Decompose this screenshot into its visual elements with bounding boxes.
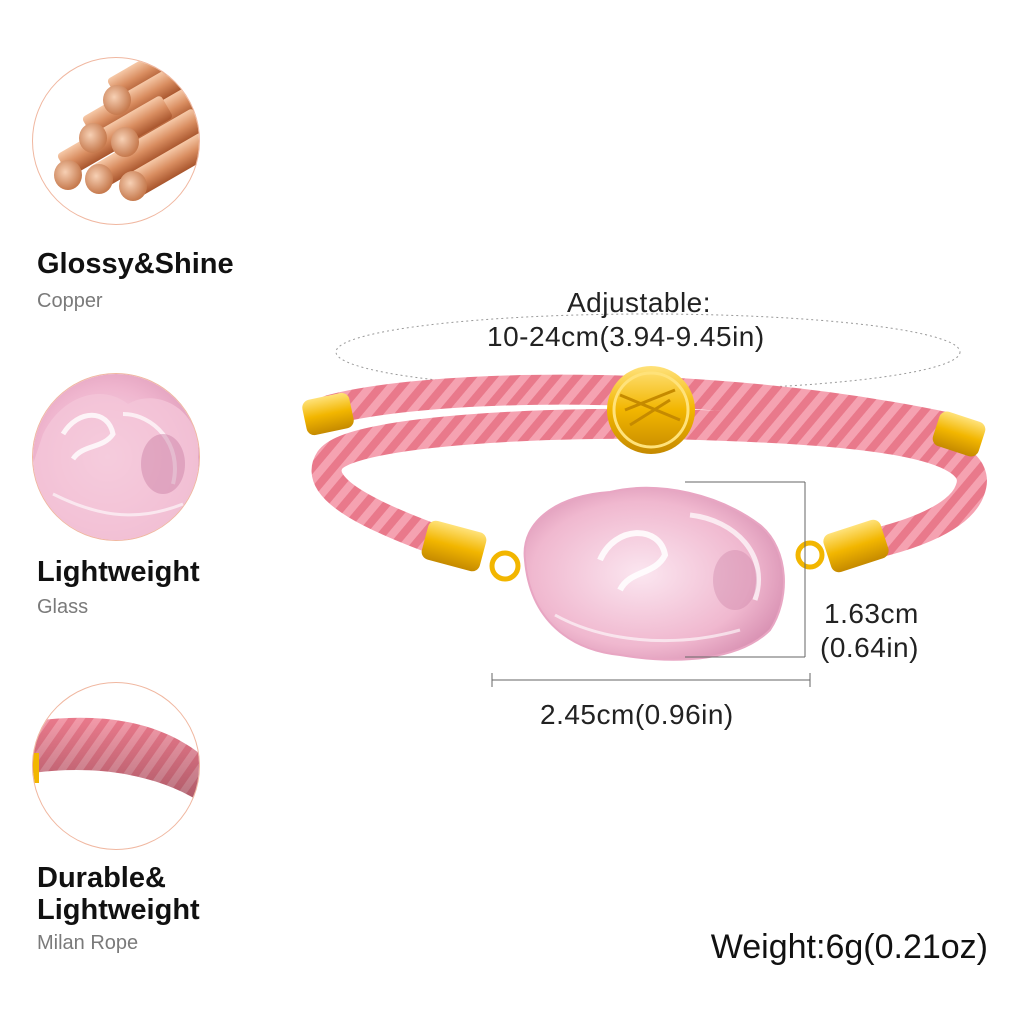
- adjustable-guide: [335, 313, 961, 391]
- feature-title-rope-1: Durable&: [37, 862, 166, 894]
- connector-cap-left-icon: [421, 520, 487, 572]
- height-bracket: [685, 481, 806, 658]
- feature-title-copper: Glossy&Shine: [37, 248, 234, 280]
- weight-label: Weight:6g(0.21oz): [710, 928, 988, 966]
- glass-charm-icon: [32, 373, 200, 541]
- adjustable-range: 10-24cm(3.94-9.45in): [487, 321, 765, 352]
- height-cm-label: 1.63cm: [824, 598, 919, 629]
- feature-subtitle-rope: Milan Rope: [37, 932, 139, 954]
- height-in-label: (0.64in): [820, 632, 919, 663]
- milan-rope-icon: [32, 682, 200, 850]
- connector-cap-right-icon: [823, 519, 889, 573]
- width-label: 2.45cm(0.96in): [540, 699, 734, 730]
- width-bracket: [491, 673, 811, 687]
- end-cap-right-icon: [932, 411, 986, 457]
- feature-title-rope-2: Lightweight: [37, 894, 200, 926]
- glass-charm: [523, 486, 785, 661]
- feature-title-glass: Lightweight: [37, 556, 200, 588]
- end-cap-left-icon: [302, 392, 354, 436]
- adjustable-label: Adjustable:: [567, 287, 712, 318]
- feature-subtitle-copper: Copper: [37, 290, 103, 312]
- jump-ring-left: [489, 550, 521, 582]
- slider-bead-icon: [607, 366, 695, 454]
- rope-upper-strand: [315, 374, 965, 443]
- rope-loop: [311, 408, 987, 563]
- feature-subtitle-glass: Glass: [37, 596, 89, 618]
- jump-ring-right: [795, 540, 825, 570]
